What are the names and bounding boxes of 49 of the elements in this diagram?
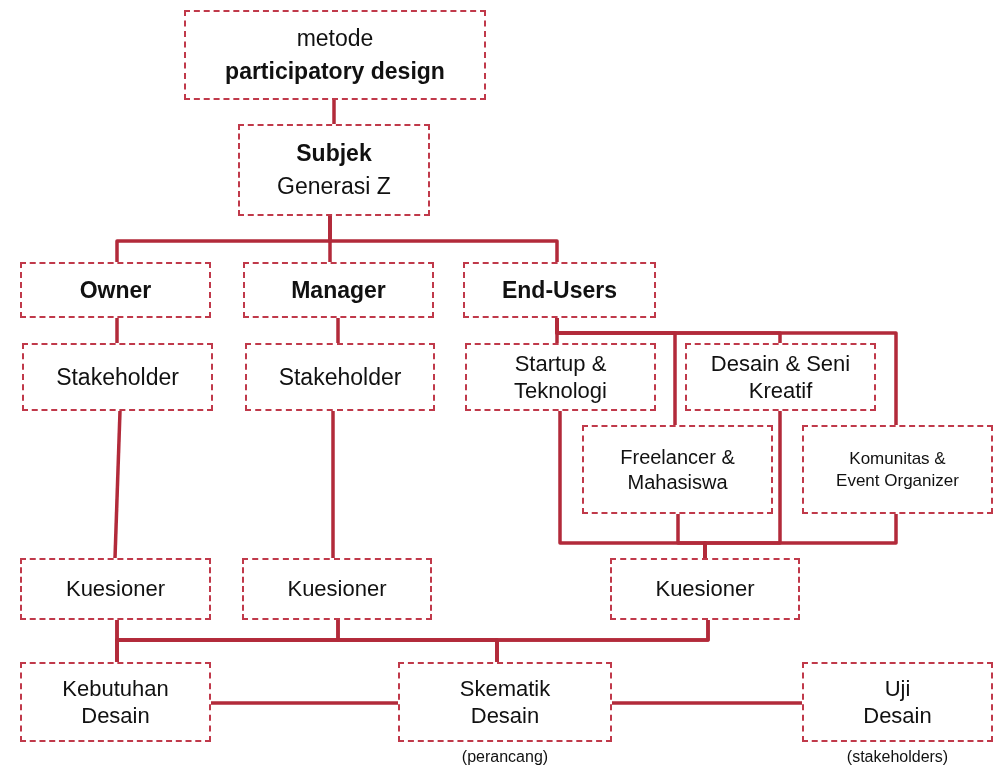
side-note: (stakeholders) <box>845 747 950 767</box>
dashed-box <box>685 343 876 411</box>
side-note: (perancang) <box>460 747 550 767</box>
dashed-box <box>20 262 211 318</box>
dashed-box <box>802 425 993 514</box>
box-text: Kebutuhan Desain <box>61 674 170 730</box>
box-text: Owner <box>79 275 152 305</box>
dashed-box <box>245 343 435 411</box>
dashed-box <box>243 262 434 318</box>
box-text: Kuesioner <box>655 575 755 604</box>
dashed-box <box>20 662 211 742</box>
dashed-box <box>610 558 800 620</box>
box-text: Startup & Teknologi <box>513 349 608 405</box>
dashed-box <box>802 662 993 742</box>
connector-line <box>331 411 335 558</box>
box-text: participatory design <box>225 57 445 86</box>
dashed-box <box>398 662 612 742</box>
box-text: Manager <box>291 275 386 305</box>
connector-line <box>612 701 802 705</box>
box-text: Desain & Seni Kreatif <box>709 349 852 405</box>
dashed-box <box>184 10 486 100</box>
dashed-box <box>465 343 656 411</box>
box-text: Skematik Desain <box>458 674 552 730</box>
connector-line <box>495 620 710 662</box>
connector-line <box>703 514 898 558</box>
dashed-box <box>20 558 211 620</box>
box-text: Subjek <box>296 139 372 169</box>
box-text: metode <box>296 24 374 54</box>
dashed-box <box>582 425 773 514</box>
connector-line <box>336 318 340 343</box>
connector-line <box>115 318 119 343</box>
connector-line <box>328 216 559 262</box>
box-text: Uji Desain <box>862 674 933 730</box>
dashed-box <box>238 124 430 216</box>
box-text: Komunitas & Event Organizer <box>835 448 960 492</box>
connector-line <box>113 410 122 559</box>
box-text: End-Users <box>501 275 617 305</box>
box-text: Generasi Z <box>277 172 391 201</box>
box-text: Kuesioner <box>287 575 387 604</box>
dashed-box <box>463 262 656 318</box>
box-text: Kuesioner <box>65 575 166 604</box>
dashed-box <box>22 343 213 411</box>
dashed-box <box>242 558 432 620</box>
connector-line <box>555 318 898 425</box>
connector-line <box>211 701 398 705</box>
box-text: Stakeholder <box>278 362 402 392</box>
connector-line <box>332 100 336 124</box>
box-text: Freelancer & Mahasiswa <box>619 444 736 495</box>
box-text: Stakeholder <box>56 362 179 392</box>
